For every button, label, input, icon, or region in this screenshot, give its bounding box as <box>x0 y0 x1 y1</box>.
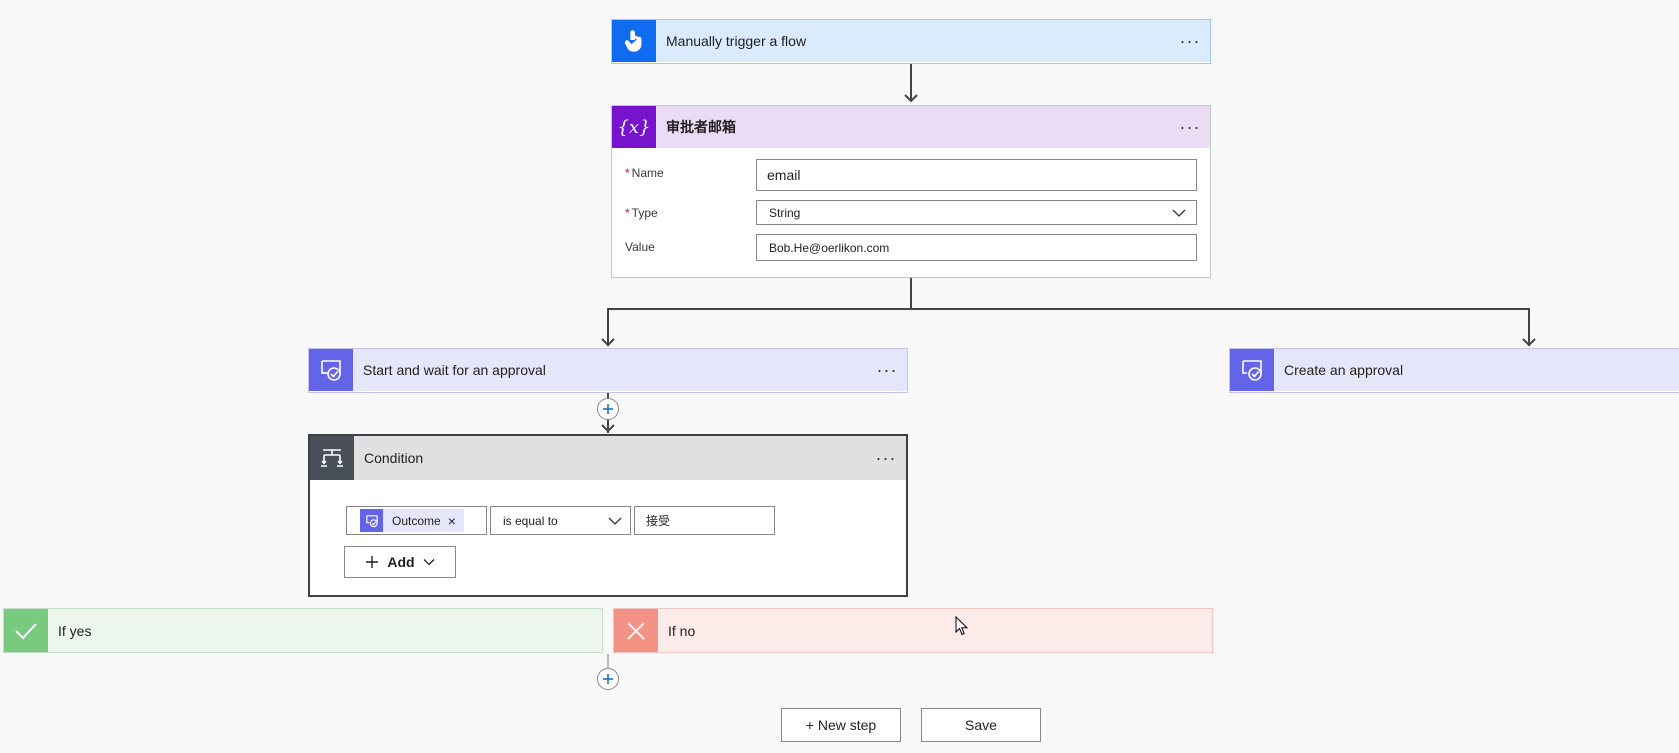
trigger-card-header[interactable]: Manually trigger a flow ··· <box>612 20 1210 62</box>
name-field-label: *Name <box>625 166 664 180</box>
type-field-label: *Type <box>625 206 658 220</box>
more-options-icon[interactable]: ··· <box>1179 116 1201 137</box>
if-no-header[interactable]: If no <box>614 609 1212 652</box>
variable-card-title: 审批者邮箱 <box>666 119 736 135</box>
condition-left-operand[interactable]: Outcome × <box>346 506 487 535</box>
required-mark: * <box>625 166 630 180</box>
approval-wait-card-title: Start and wait for an approval <box>363 362 546 378</box>
touch-hand-icon <box>612 20 656 62</box>
plus-icon <box>366 556 379 568</box>
save-button[interactable]: Save <box>921 708 1041 742</box>
required-mark: * <box>625 206 630 220</box>
token-remove-icon[interactable]: × <box>447 512 456 529</box>
type-label-text: Type <box>631 206 658 220</box>
insert-step-button[interactable] <box>597 668 619 690</box>
type-select[interactable]: String <box>756 200 1197 225</box>
mouse-cursor-icon <box>955 616 969 636</box>
approval-wait-card-header[interactable]: Start and wait for an approval ··· <box>309 349 907 391</box>
chevron-down-icon <box>1172 209 1186 217</box>
name-label-text: Name <box>631 166 664 180</box>
type-select-value: String <box>769 205 801 220</box>
condition-card-title: Condition <box>364 450 424 466</box>
condition-right-operand[interactable]: 接受 <box>634 506 775 535</box>
connector-condition-bottom <box>607 654 609 668</box>
arrow-down-icon <box>904 94 918 103</box>
condition-operator-value: is equal to <box>503 513 558 528</box>
condition-branch-icon <box>310 436 354 480</box>
chevron-down-icon <box>423 559 435 566</box>
connector-split-left <box>607 308 609 346</box>
more-options-icon[interactable]: ··· <box>875 447 897 468</box>
insert-step-button[interactable] <box>597 398 619 420</box>
approval-wait-card[interactable]: Start and wait for an approval ··· <box>308 348 908 393</box>
more-options-icon[interactable]: ··· <box>1179 30 1201 51</box>
connector-split-right <box>1528 308 1530 346</box>
outcome-token[interactable]: Outcome × <box>360 509 464 532</box>
if-yes-label: If yes <box>58 622 92 639</box>
if-yes-header[interactable]: If yes <box>4 609 602 652</box>
approval-create-card-title: Create an approval <box>1284 362 1404 378</box>
if-yes-branch[interactable]: If yes <box>3 608 603 653</box>
arrow-down-icon <box>601 338 615 347</box>
connector-split-horizontal <box>607 308 1530 310</box>
arrow-down-icon <box>601 424 615 433</box>
condition-card-header[interactable]: Condition ··· <box>310 436 906 480</box>
variable-card[interactable]: {x} 审批者邮箱 ··· *Name email *Type String V… <box>611 105 1211 278</box>
approval-create-card-header[interactable]: Create an approval <box>1230 349 1679 391</box>
condition-operator-select[interactable]: is equal to <box>490 506 631 535</box>
if-no-branch[interactable]: If no <box>613 608 1213 653</box>
plus-icon <box>603 404 613 414</box>
variable-card-header[interactable]: {x} 审批者邮箱 ··· <box>612 106 1210 148</box>
variable-braces-icon: {x} <box>612 106 656 148</box>
condition-card[interactable]: Condition ··· Outcome × is equal to 接受 A… <box>308 434 908 597</box>
value-input[interactable]: Bob.He@oerlikon.com <box>756 234 1197 261</box>
approval-create-card[interactable]: Create an approval <box>1229 348 1679 393</box>
outcome-token-label: Outcome <box>392 513 441 528</box>
connector-trigger-variable <box>910 64 912 100</box>
chevron-down-icon <box>608 517 622 525</box>
approval-icon <box>360 509 383 532</box>
if-no-label: If no <box>668 622 696 639</box>
approval-icon <box>309 349 353 391</box>
value-field-label: Value <box>625 240 655 254</box>
trigger-card[interactable]: Manually trigger a flow ··· <box>611 19 1211 64</box>
connector-variable-split <box>910 278 912 309</box>
more-options-icon[interactable]: ··· <box>876 359 898 380</box>
trigger-card-title: Manually trigger a flow <box>666 33 807 49</box>
name-input[interactable]: email <box>756 159 1197 191</box>
condition-add-label: Add <box>387 554 415 570</box>
arrow-down-icon <box>1522 338 1536 347</box>
condition-add-button[interactable]: Add <box>344 546 456 578</box>
svg-text:{x}: {x} <box>619 117 649 138</box>
close-icon <box>614 609 658 652</box>
approval-icon <box>1230 349 1274 391</box>
new-step-button[interactable]: + New step <box>781 708 901 742</box>
plus-icon <box>603 674 613 684</box>
checkmark-icon <box>4 609 48 652</box>
